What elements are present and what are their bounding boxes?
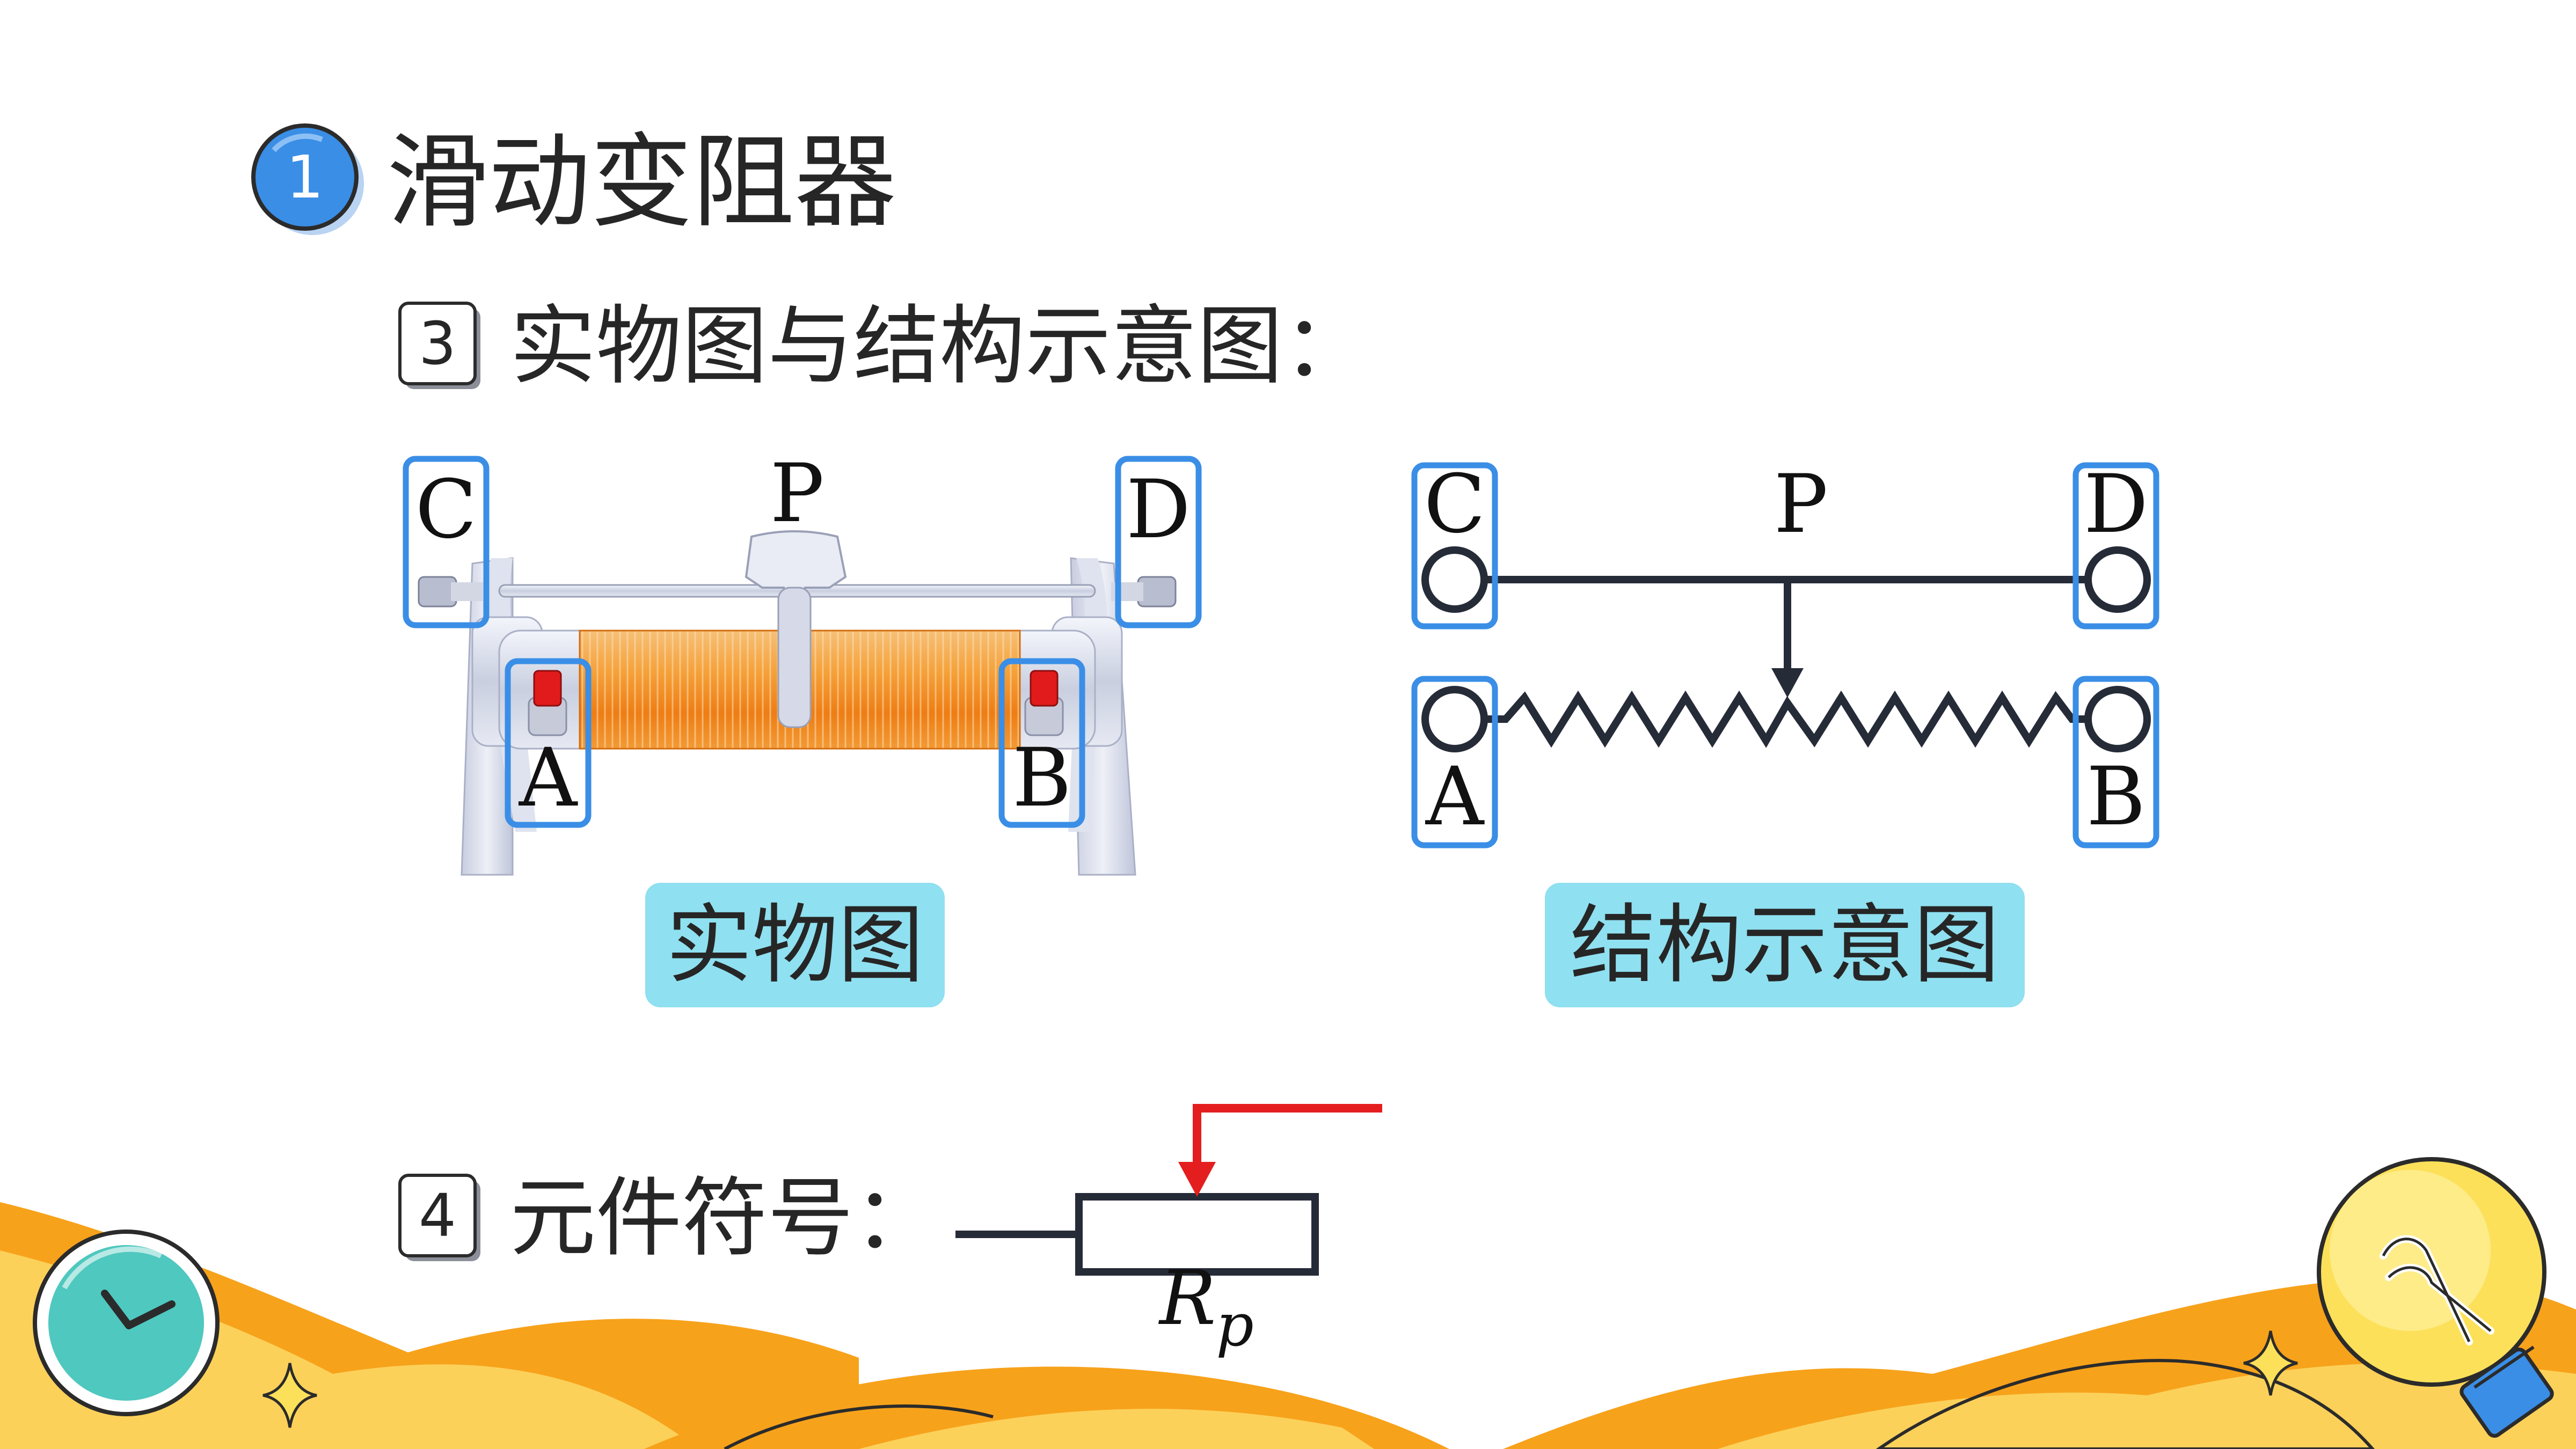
symbol-label-sub: p [1216,1291,1254,1359]
photo-caption: 实物图 [666,895,924,995]
structure-label-b: B [2086,750,2146,844]
structure-terminal-b-box [2073,676,2159,848]
structure-label-a: A [1425,750,1484,844]
structure-label-p: P [1774,458,1828,551]
photo-terminal-d-box [1115,456,1202,628]
photo-caption-bg [645,883,945,1007]
photo-label-a: A [519,731,578,825]
section3-title: 实物图与结构示意图： [510,296,1369,396]
sparkle-icon [262,1363,317,1428]
structure-label-c: C [1424,458,1486,551]
heading-number: 1 [286,143,324,211]
photo-terminal-c-box [403,456,490,628]
clock-icon [33,1230,220,1416]
structure-terminal-a-box [1411,676,1498,848]
photo-label-c: C [415,463,477,557]
light-bulb-icon [2317,1157,2554,1438]
structure-terminal-d-box [2073,462,2159,630]
structure-schematic [1421,546,2151,752]
photo-terminal-a-box [505,658,592,828]
photo-label-p: P [770,447,824,540]
structure-terminal-c-box [1411,462,1498,630]
photo-label-d: D [1126,463,1191,557]
section3-number-box [398,302,480,389]
photo-label-b: B [1012,731,1072,825]
heading-title: 滑动变阻器 [386,123,897,241]
structure-caption-bg [1545,883,2025,1007]
structure-label-d: D [2083,458,2149,551]
symbol-label: Rp [1159,1255,1254,1360]
sparkle-icon [2243,1330,2298,1396]
section4-title: 元件符号： [510,1168,940,1268]
symbol-label-main: R [1159,1255,1216,1342]
section3-number: 3 [419,309,456,378]
section4-number: 4 [419,1181,456,1250]
structure-caption: 结构示意图 [1570,895,1999,995]
heading-number-badge [251,123,364,235]
photo-terminal-b-box [998,658,1085,828]
rheostat-symbol [955,1104,1382,1276]
section4-number-box [398,1174,480,1261]
